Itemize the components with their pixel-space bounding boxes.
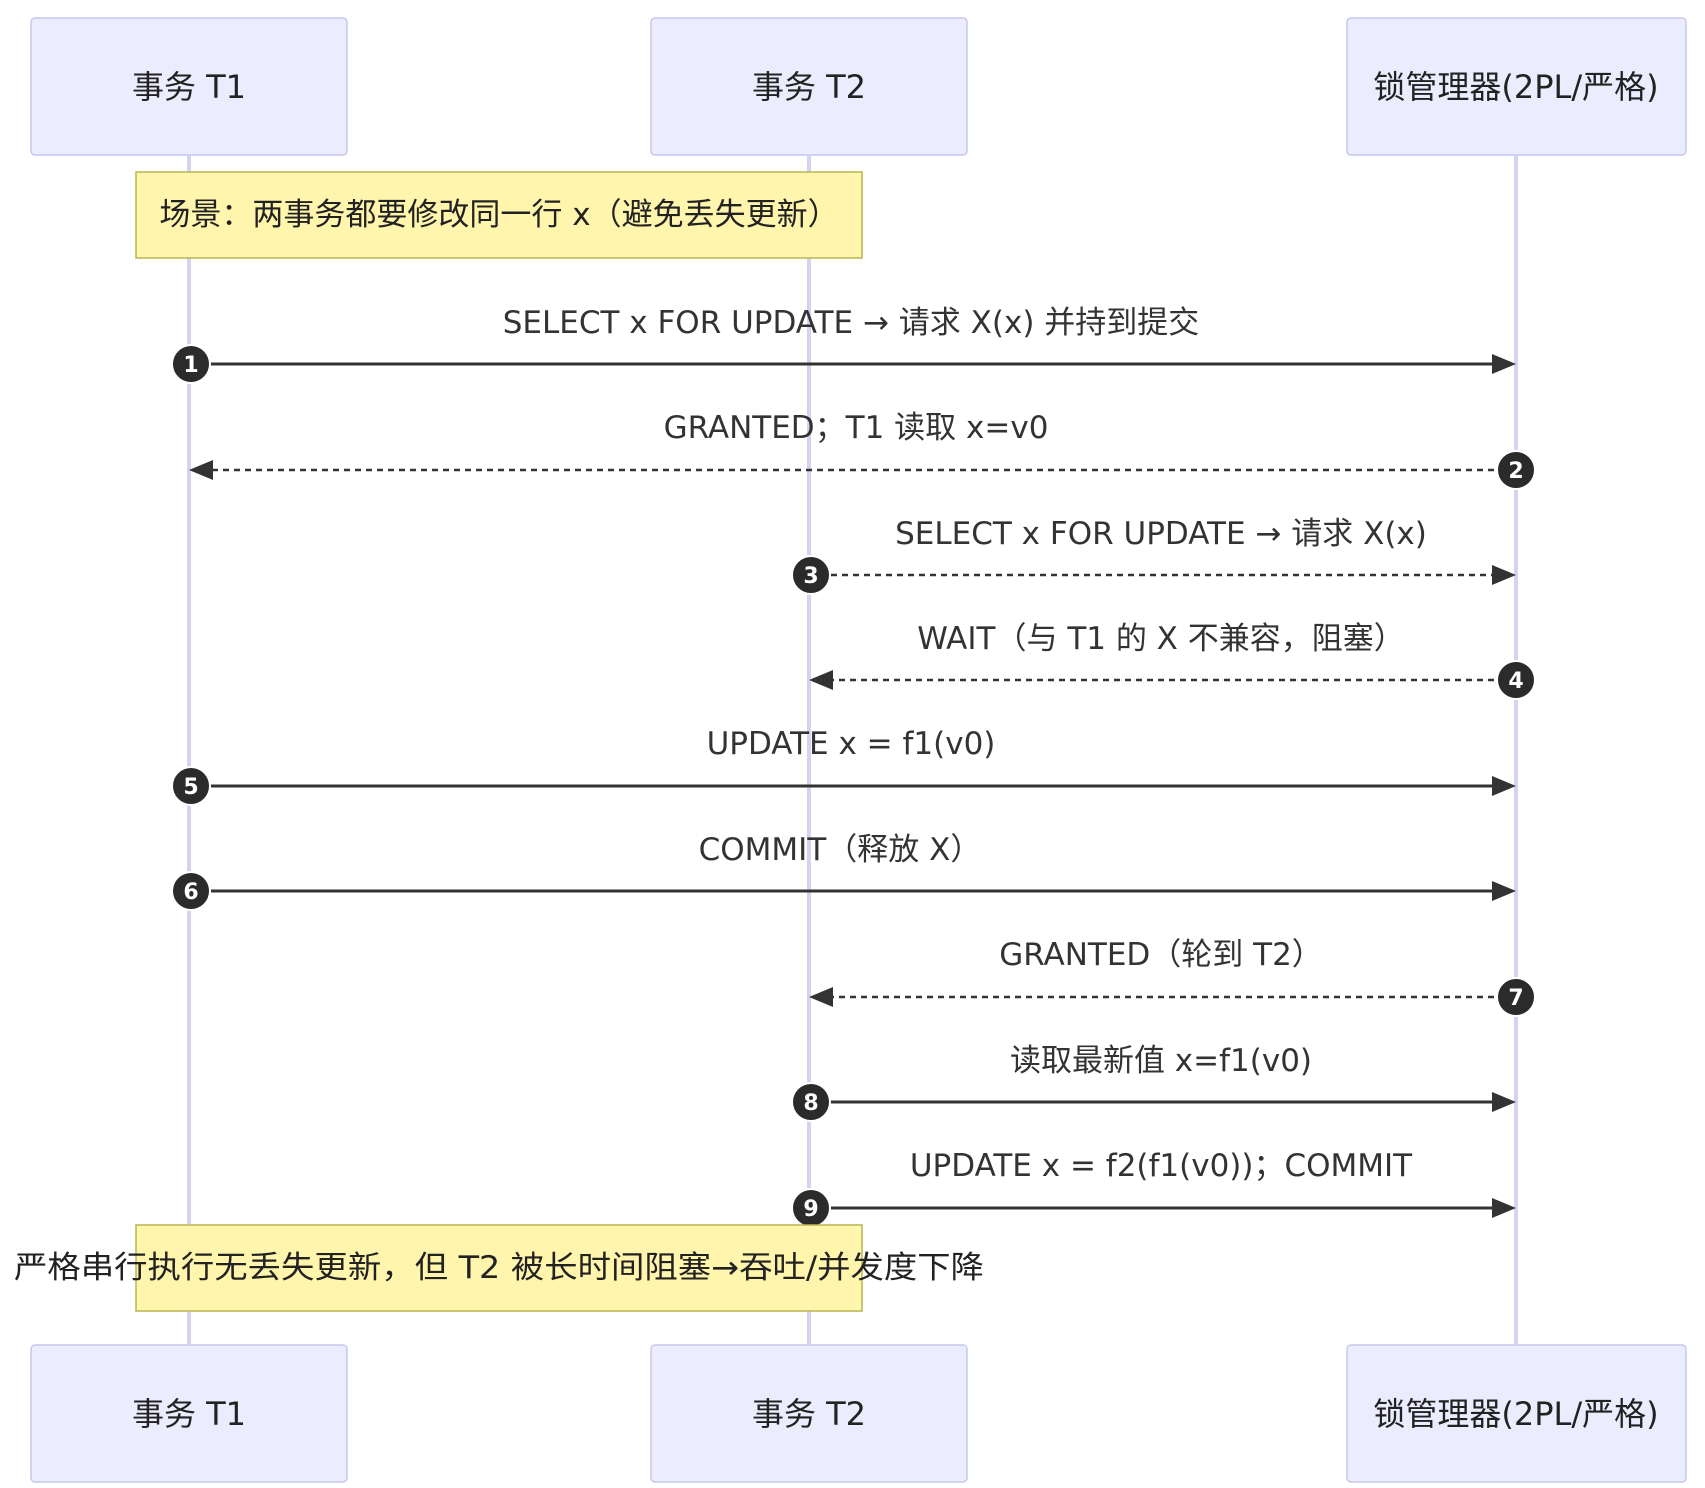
actor-lock-manager-bottom: 锁管理器(2PL/严格) — [1346, 1344, 1687, 1483]
sequence-number: 8 — [803, 1091, 818, 1116]
sequence-number-badge — [1496, 660, 1536, 700]
arrowhead — [189, 460, 213, 480]
message-5: UPDATE x = f1(v0) 5 — [171, 726, 1516, 806]
actor-lock-manager-top: 锁管理器(2PL/严格) — [1346, 17, 1687, 156]
actor-t2-bottom-label: 事务 T2 — [752, 1395, 866, 1433]
message-4-text: WAIT（与 T1 的 X 不兼容，阻塞） — [917, 621, 1405, 657]
message-7: GRANTED（轮到 T2） 7 — [809, 937, 1536, 1017]
note-conclusion: 严格串行执行无丢失更新，但 T2 被长时间阻塞→吞吐/并发度下降 — [14, 1224, 984, 1312]
message-9: UPDATE x = f2(f1(v0))；COMMIT 9 — [791, 1148, 1516, 1228]
sequence-number: 2 — [1508, 459, 1523, 484]
sequence-number-badge — [1496, 977, 1536, 1017]
arrowhead — [1492, 776, 1516, 796]
message-8: 读取最新值 x=f1(v0) 8 — [791, 1043, 1516, 1122]
message-1: SELECT x FOR UPDATE → 请求 X(x) 并持到提交 1 — [171, 305, 1516, 384]
arrowhead — [1492, 354, 1516, 374]
arrowhead — [809, 670, 833, 690]
actor-t2-top: 事务 T2 — [650, 17, 968, 156]
arrowhead — [1492, 565, 1516, 585]
actor-t1-bottom: 事务 T1 — [30, 1344, 348, 1483]
sequence-number: 5 — [183, 775, 198, 800]
message-7-text: GRANTED（轮到 T2） — [999, 937, 1323, 973]
sequence-number: 4 — [1508, 669, 1523, 694]
actor-t1-bottom-label: 事务 T1 — [132, 1395, 246, 1433]
note-scenario: 场景：两事务都要修改同一行 x（避免丢失更新） — [135, 171, 863, 259]
sequence-number: 3 — [803, 564, 818, 589]
sequence-number-badge — [1496, 450, 1536, 490]
sequence-number: 1 — [183, 353, 198, 378]
sequence-number-badge — [171, 871, 211, 911]
message-8-text: 读取最新值 x=f1(v0) — [1010, 1043, 1312, 1079]
message-2-text: GRANTED；T1 读取 x=v0 — [664, 410, 1049, 446]
sequence-number-badge — [791, 555, 831, 595]
actor-t1-top: 事务 T1 — [30, 17, 348, 156]
message-6: COMMIT（释放 X） 6 — [171, 832, 1516, 911]
note-scenario-text: 场景：两事务都要修改同一行 x（避免丢失更新） — [159, 197, 838, 233]
actor-lock-manager-top-label: 锁管理器(2PL/严格) — [1373, 68, 1658, 106]
message-4: WAIT（与 T1 的 X 不兼容，阻塞） 4 — [809, 621, 1536, 700]
message-2: GRANTED；T1 读取 x=v0 2 — [189, 410, 1536, 490]
message-3-text: SELECT x FOR UPDATE → 请求 X(x) — [895, 516, 1427, 552]
message-5-text: UPDATE x = f1(v0) — [707, 726, 996, 762]
sequence-number-badge — [791, 1082, 831, 1122]
arrowhead — [1492, 1092, 1516, 1112]
message-3: SELECT x FOR UPDATE → 请求 X(x) 3 — [791, 516, 1516, 595]
sequence-number-badge — [171, 344, 211, 384]
actor-t2-bottom: 事务 T2 — [650, 1344, 968, 1483]
note-conclusion-text: 严格串行执行无丢失更新，但 T2 被长时间阻塞→吞吐/并发度下降 — [14, 1250, 984, 1286]
arrowhead — [809, 987, 833, 1007]
arrowhead — [1492, 1198, 1516, 1218]
message-9-text: UPDATE x = f2(f1(v0))；COMMIT — [910, 1148, 1413, 1184]
sequence-number: 7 — [1508, 986, 1523, 1011]
message-1-text: SELECT x FOR UPDATE → 请求 X(x) 并持到提交 — [503, 305, 1200, 341]
message-6-text: COMMIT（释放 X） — [699, 832, 982, 868]
actor-t1-top-label: 事务 T1 — [132, 68, 246, 106]
arrowhead — [1492, 881, 1516, 901]
actor-lock-manager-bottom-label: 锁管理器(2PL/严格) — [1373, 1395, 1658, 1433]
sequence-number: 6 — [183, 880, 198, 905]
sequence-number-badge — [171, 766, 211, 806]
actor-t2-top-label: 事务 T2 — [752, 68, 866, 106]
sequence-number: 9 — [803, 1197, 818, 1222]
